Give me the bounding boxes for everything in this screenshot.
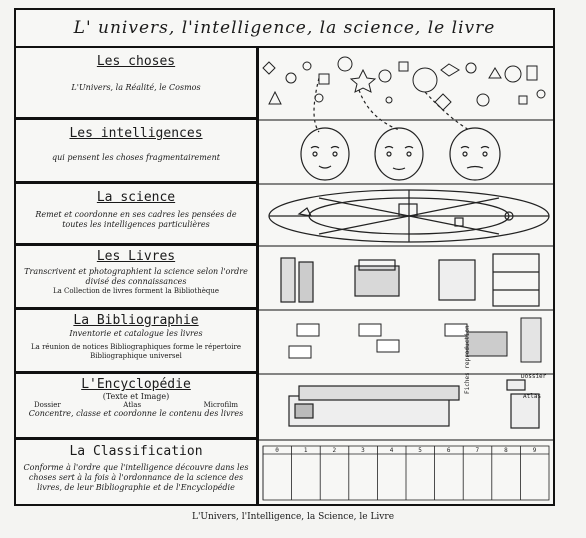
heads xyxy=(300,77,501,181)
label-right-dossier: Dossier xyxy=(521,373,547,380)
grid-digit-label: 5 xyxy=(418,447,422,454)
grid-digit-label: 3 xyxy=(361,447,365,454)
heading-science: La science xyxy=(96,190,176,205)
classification-columns: 0 1 2 3 4 5 6 7 8 9 xyxy=(262,446,537,500)
science-wheel xyxy=(268,189,550,243)
encyclopedia-drawer xyxy=(288,379,540,429)
heading-choses: Les choses xyxy=(96,54,176,69)
heading-livres: Les Livres xyxy=(96,249,176,264)
heading-classification: La Classification xyxy=(69,444,203,459)
grid-digit-label: 0 xyxy=(275,447,279,454)
label-fiches: Fiches reproduction xyxy=(464,325,471,394)
row-bibliographie: La Bibliographie Inventorie et catalogue… xyxy=(16,310,256,374)
grid-digit-label: 6 xyxy=(447,447,451,454)
grid-digit-label: 2 xyxy=(333,447,337,454)
diagram-title: L' univers, l'intelligence, la science, … xyxy=(16,10,553,48)
label-dossier: Dossier xyxy=(34,401,61,409)
label-atlas: Atlas xyxy=(123,401,142,409)
note-bibliographie: La réunion de notices Bibliographiques f… xyxy=(31,343,241,360)
label-right-atlas: Atlas xyxy=(523,393,541,400)
grid-digit-label: 4 xyxy=(390,447,394,454)
text-classification: Conforme à l'ordre que l'intelligence dé… xyxy=(23,463,249,492)
row-livres: Les Livres Transcrivent et photographien… xyxy=(16,246,256,310)
bibliography-cards xyxy=(288,317,542,363)
text-choses: L'Univers, la Réalité, le Cosmos xyxy=(71,83,201,92)
grid-digit-label: 8 xyxy=(504,447,508,454)
text-intelligences: qui pensent les choses fragmentairement xyxy=(52,153,220,162)
column-divider xyxy=(256,46,259,504)
text-livres: Transcrivent et photographient la scienc… xyxy=(24,267,248,286)
things-shapes xyxy=(262,56,546,111)
row-encyclopedie: L'Encyclopédie (Texte et Image) Dossier … xyxy=(16,374,256,440)
note-livres: La Collection de livres forment la Bibli… xyxy=(52,287,219,295)
heading-intelligences: Les intelligences xyxy=(69,126,203,141)
heading-encyclopedie: L'Encyclopédie xyxy=(81,377,191,392)
note-encyclopedie: (Texte et Image) xyxy=(102,392,170,401)
diagram-frame: L' univers, l'intelligence, la science, … xyxy=(14,8,555,506)
label-microfilm: Microfilm xyxy=(203,401,238,409)
encyclopedie-media-labels: Dossier Atlas Microfilm xyxy=(16,401,256,409)
grid-digit-label: 7 xyxy=(476,447,480,454)
grid-digit-label: 9 xyxy=(533,447,537,454)
row-science: La science Remet et coordonne en ses cad… xyxy=(16,184,256,246)
illustration-panel: Fiches reproduction Dossier Atlas 0 1 2 3 4 5… xyxy=(259,56,553,501)
row-classification: La Classification Conforme à l'ordre que… xyxy=(16,440,256,504)
text-bibliographie: Inventorie et catalogue les livres xyxy=(69,329,203,338)
row-choses: Les choses L'Univers, la Réalité, le Cos… xyxy=(16,48,256,120)
grid-digit-label: 1 xyxy=(304,447,308,454)
text-science: Remet et coordonne en ses cadres les pen… xyxy=(35,210,237,229)
books xyxy=(280,253,540,307)
row-intelligences: Les intelligences qui pensent les choses… xyxy=(16,120,256,184)
heading-bibliographie: La Bibliographie xyxy=(73,313,199,328)
figure-caption: L'Univers, l'Intelligence, la Science, l… xyxy=(191,512,395,522)
text-encyclopedie: Concentre, classe et coordonne le conten… xyxy=(28,409,244,418)
